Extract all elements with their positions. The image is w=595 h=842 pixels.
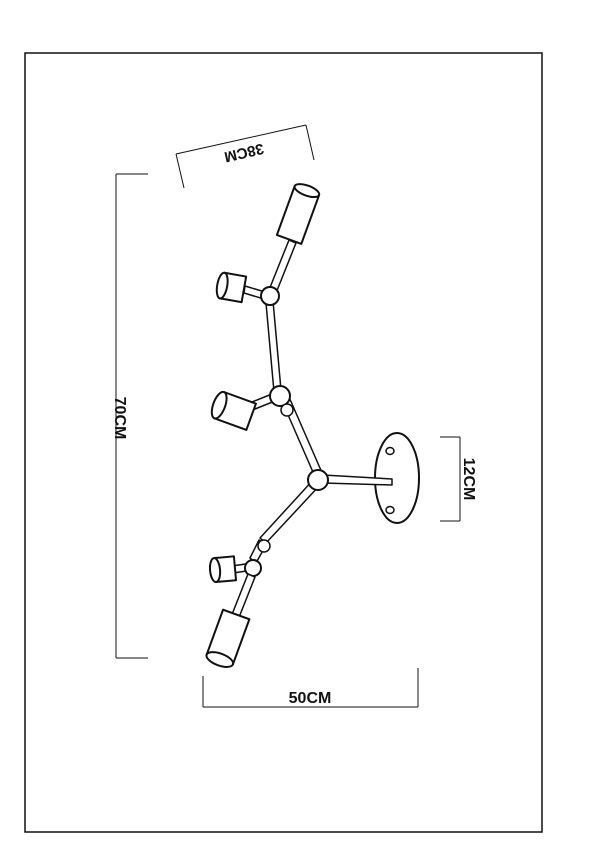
- height-dimension: 70CM: [111, 173, 148, 659]
- depth-label: 38CM: [223, 140, 266, 166]
- arm-top: [268, 239, 297, 294]
- rod-lower-diagonal: [259, 478, 321, 544]
- base-label: 12CM: [460, 458, 477, 501]
- joint-hub: [307, 469, 329, 491]
- joint-middle: [269, 385, 291, 407]
- height-label: 70CM: [111, 397, 128, 440]
- width-dimension: 50CM: [202, 668, 419, 708]
- rod-upper-vertical: [265, 300, 282, 393]
- joint-middle-collar: [280, 403, 294, 417]
- plate-screw-bottom: [385, 505, 395, 515]
- joint-lower-collar: [257, 539, 271, 553]
- socket-top: [275, 183, 321, 245]
- socket-upper-left: [215, 271, 248, 304]
- plate-screw-top: [385, 446, 395, 456]
- socket-middle: [210, 390, 257, 431]
- socket-lower-left: [208, 555, 238, 584]
- joint-upper: [260, 286, 280, 306]
- base-dimension: 12CM: [440, 436, 477, 522]
- socket-bottom: [205, 608, 251, 668]
- depth-dimension: 38CM: [175, 124, 315, 189]
- lamp-fixture: [205, 183, 420, 668]
- drawing-frame: [24, 52, 543, 833]
- width-label: 50CM: [289, 690, 332, 707]
